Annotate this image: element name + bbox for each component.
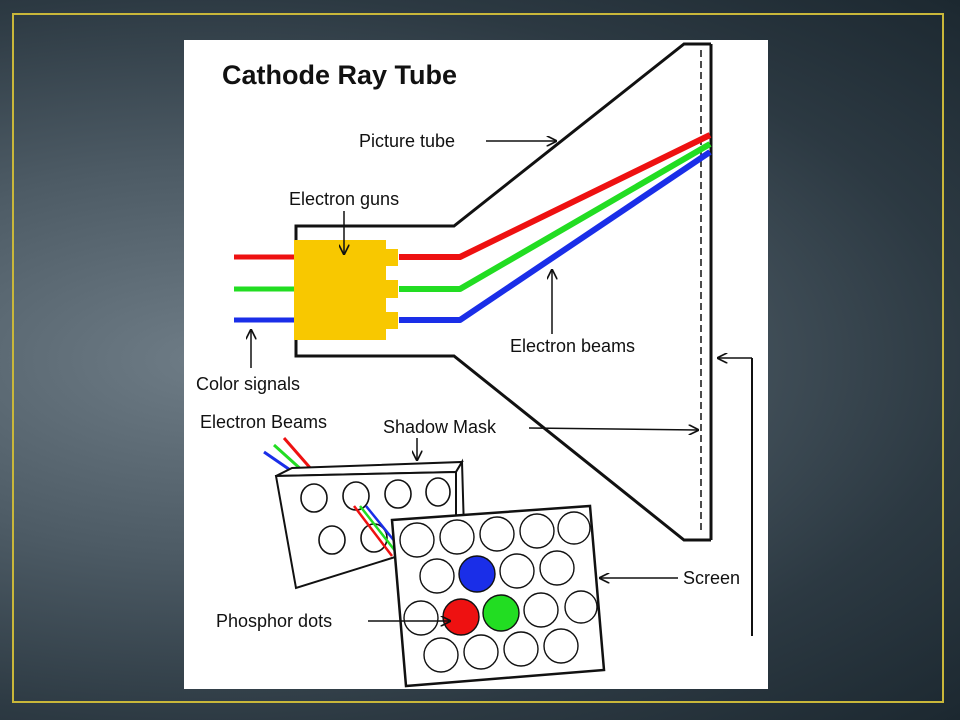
electron-beams (399, 132, 712, 323)
diagram-title: Cathode Ray Tube (222, 60, 457, 90)
blue-phosphor-dot (458, 555, 496, 593)
label-picture-tube: Picture tube (359, 131, 455, 151)
label-color-signals: Color signals (196, 374, 300, 394)
electron-guns (294, 240, 398, 340)
slide-frame (12, 13, 944, 703)
picture-tube-outline (294, 42, 713, 542)
label-electron-guns: Electron guns (289, 189, 399, 209)
label-shadow-mask: Shadow Mask (383, 417, 497, 437)
label-screen: Screen (683, 568, 740, 588)
label-electron-beams-detail: Electron Beams (200, 412, 327, 432)
diagram-canvas: Cathode Ray Tube Picture tube (196, 42, 753, 688)
label-phosphor-dots: Phosphor dots (216, 611, 332, 631)
red-phosphor-dot (442, 598, 480, 636)
color-signal-lines (234, 254, 296, 323)
label-electron-beams: Electron beams (510, 336, 635, 356)
arrow-shadow-mask-tube (528, 428, 698, 430)
green-phosphor-dot (482, 594, 520, 632)
phosphor-screen (390, 504, 606, 688)
cathode-ray-tube-diagram: Cathode Ray Tube Picture tube (184, 40, 768, 689)
